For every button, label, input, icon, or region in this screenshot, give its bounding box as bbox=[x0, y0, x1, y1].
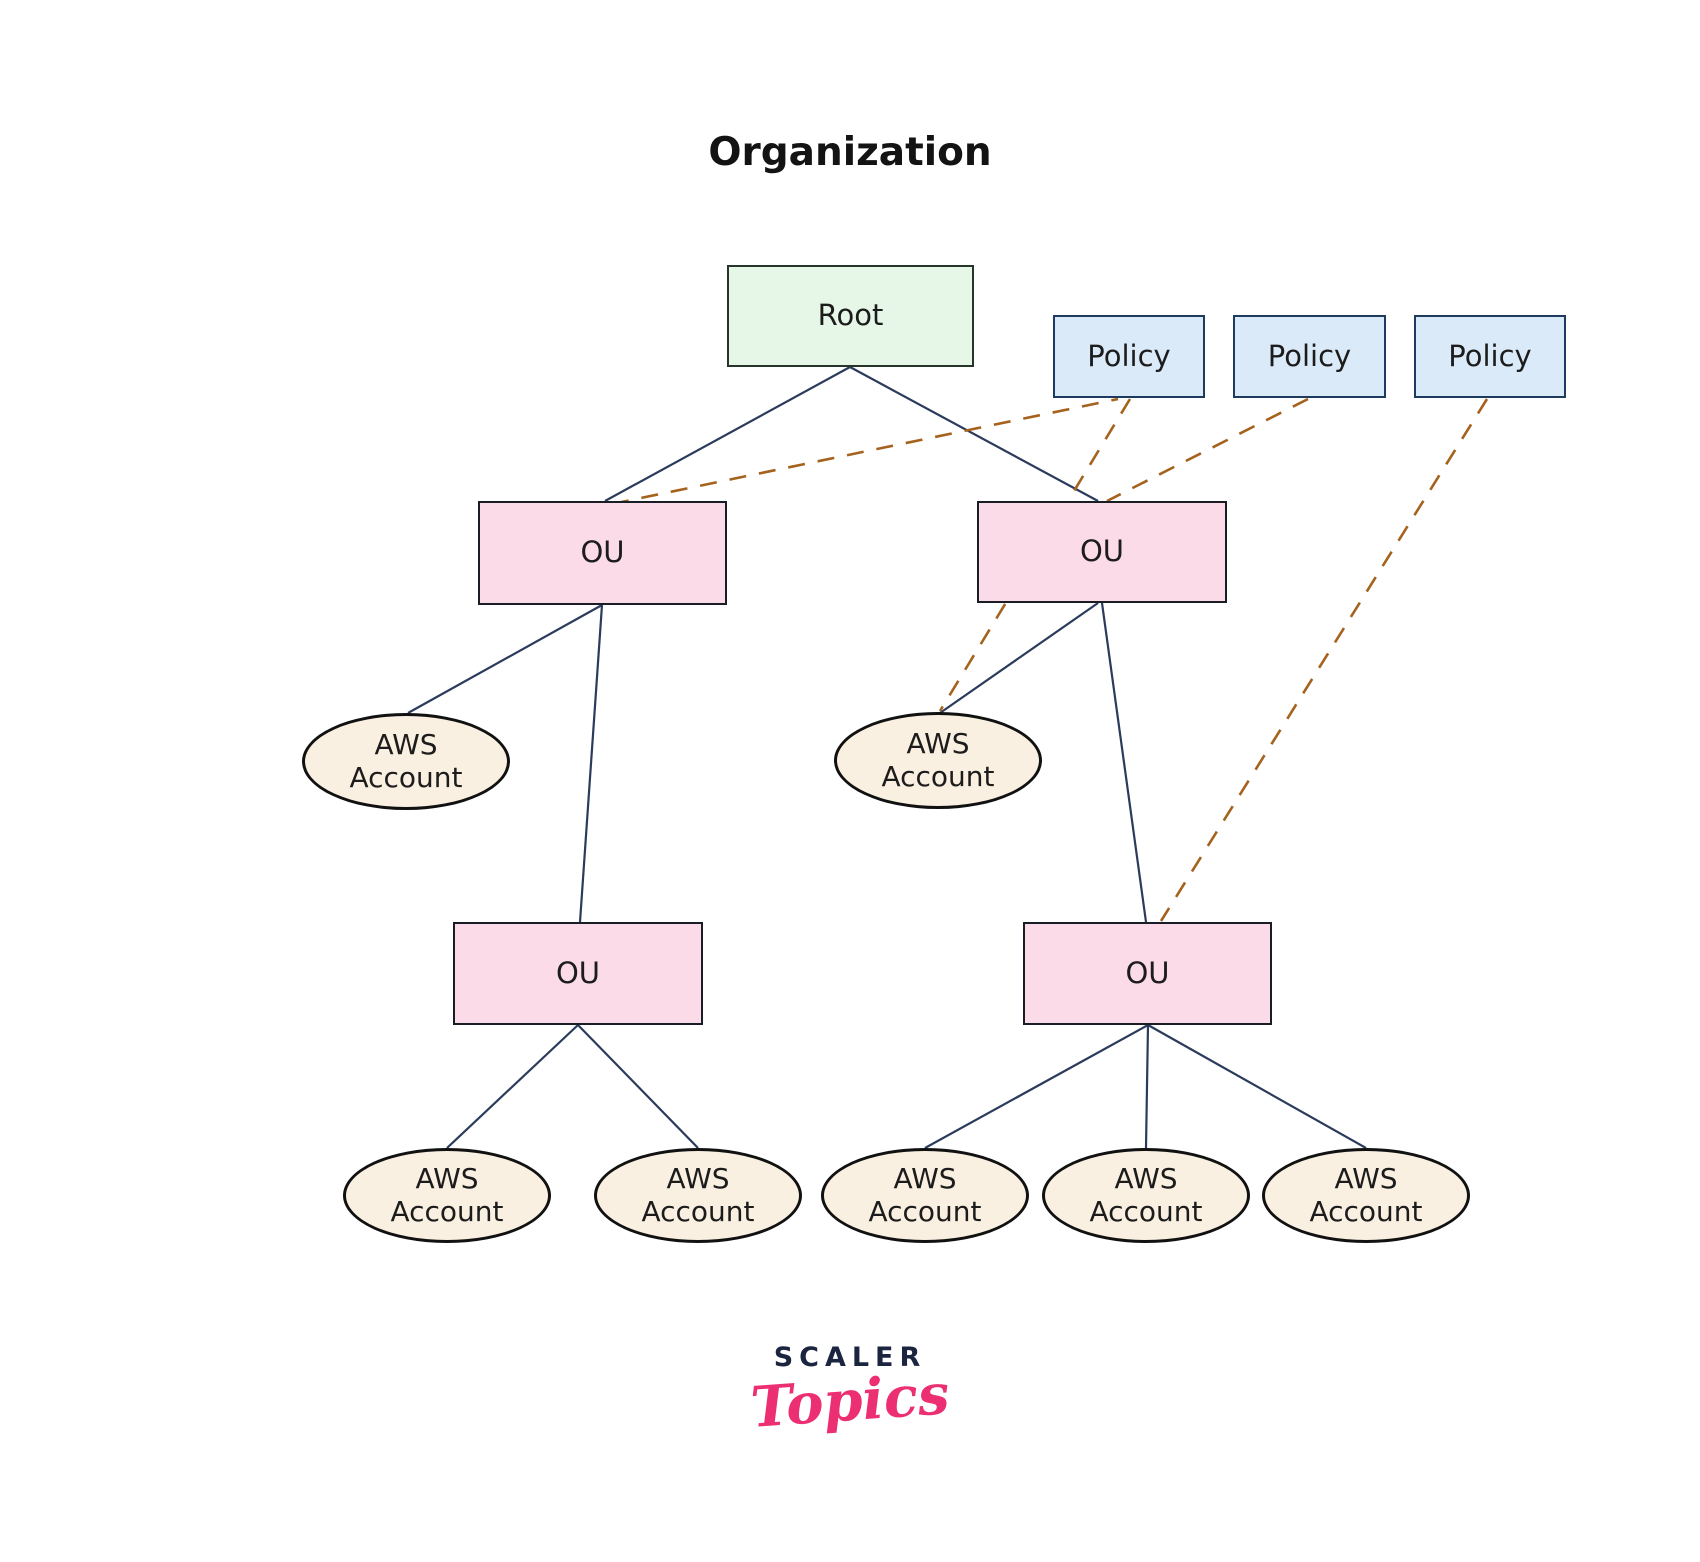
aws-account-bottom-1: AWS Account bbox=[343, 1148, 551, 1243]
aws-account-bottom-4: AWS Account bbox=[1042, 1148, 1250, 1243]
edge-ouright2-to-account5 bbox=[1147, 1024, 1367, 1149]
edge-ouright-to-ouright2 bbox=[1100, 602, 1148, 923]
ou-node-left: OU bbox=[478, 501, 727, 605]
policy-node-3: Policy bbox=[1414, 315, 1566, 398]
edge-root-to-ou-right bbox=[849, 366, 1099, 502]
aws-account-mid-right: AWS Account bbox=[834, 712, 1042, 809]
edge-ouleft2-to-account2 bbox=[577, 1024, 699, 1149]
aws-account-mid-left: AWS Account bbox=[302, 713, 510, 810]
root-node: Root bbox=[727, 265, 974, 367]
edge-ouright2-to-account3 bbox=[924, 1024, 1149, 1149]
ou-node-right-2: OU bbox=[1023, 922, 1272, 1025]
edge-ouright-to-account bbox=[939, 602, 1099, 714]
scaler-topics-logo: SCALER Topics bbox=[700, 1342, 1000, 1441]
policy-node-2: Policy bbox=[1233, 315, 1386, 398]
policy1-to-ouleft-dashed bbox=[611, 397, 1119, 506]
ou-node-left-2: OU bbox=[453, 922, 703, 1025]
logo-sub-text: Topics bbox=[748, 1361, 952, 1441]
edge-ouleft-to-account bbox=[407, 604, 603, 714]
edge-ouright2-to-account4 bbox=[1144, 1024, 1150, 1149]
policy2-to-ouright-dashed bbox=[1106, 397, 1309, 503]
aws-account-bottom-3: AWS Account bbox=[821, 1148, 1029, 1243]
aws-account-bottom-2: AWS Account bbox=[594, 1148, 802, 1243]
edge-ouleft2-to-account1 bbox=[446, 1024, 579, 1149]
policy-edges bbox=[611, 397, 1489, 922]
edge-root-to-ou-left bbox=[604, 366, 851, 502]
page-title: Organization bbox=[708, 130, 992, 175]
tree-edges bbox=[407, 366, 1367, 1149]
aws-account-bottom-5: AWS Account bbox=[1262, 1148, 1470, 1243]
policy3-to-ouright2-dashed bbox=[1159, 398, 1489, 922]
edge-ouleft-to-ouleft2 bbox=[578, 604, 604, 923]
logo-brand-text: SCALER bbox=[773, 1342, 927, 1373]
policy-node-1: Policy bbox=[1053, 315, 1205, 398]
ou-node-right: OU bbox=[977, 501, 1227, 603]
